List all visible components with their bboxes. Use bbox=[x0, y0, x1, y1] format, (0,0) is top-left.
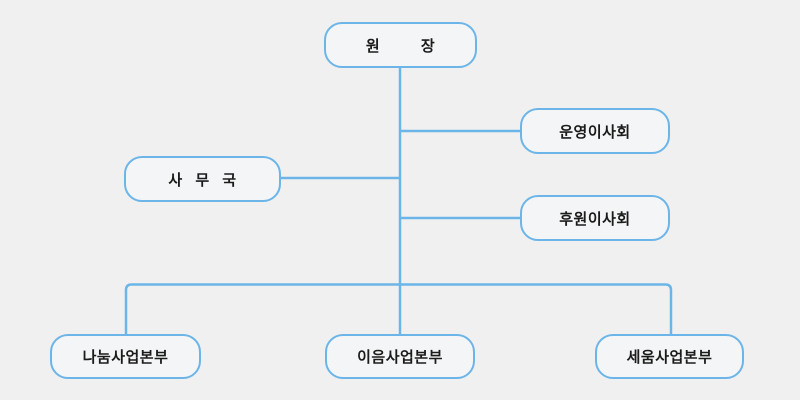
node-support-board: 후원이사회 bbox=[520, 195, 670, 241]
connector-divisions bbox=[124, 283, 673, 334]
node-secretariat: 사 무 국 bbox=[124, 156, 281, 202]
node-division-ieum: 이음사업본부 bbox=[325, 334, 475, 379]
node-division-seum: 세움사업본부 bbox=[595, 334, 744, 379]
node-operating-board: 운영이사회 bbox=[520, 108, 670, 154]
node-division-nanum: 나눔사업본부 bbox=[50, 334, 201, 379]
node-director: 원 장 bbox=[324, 22, 477, 68]
